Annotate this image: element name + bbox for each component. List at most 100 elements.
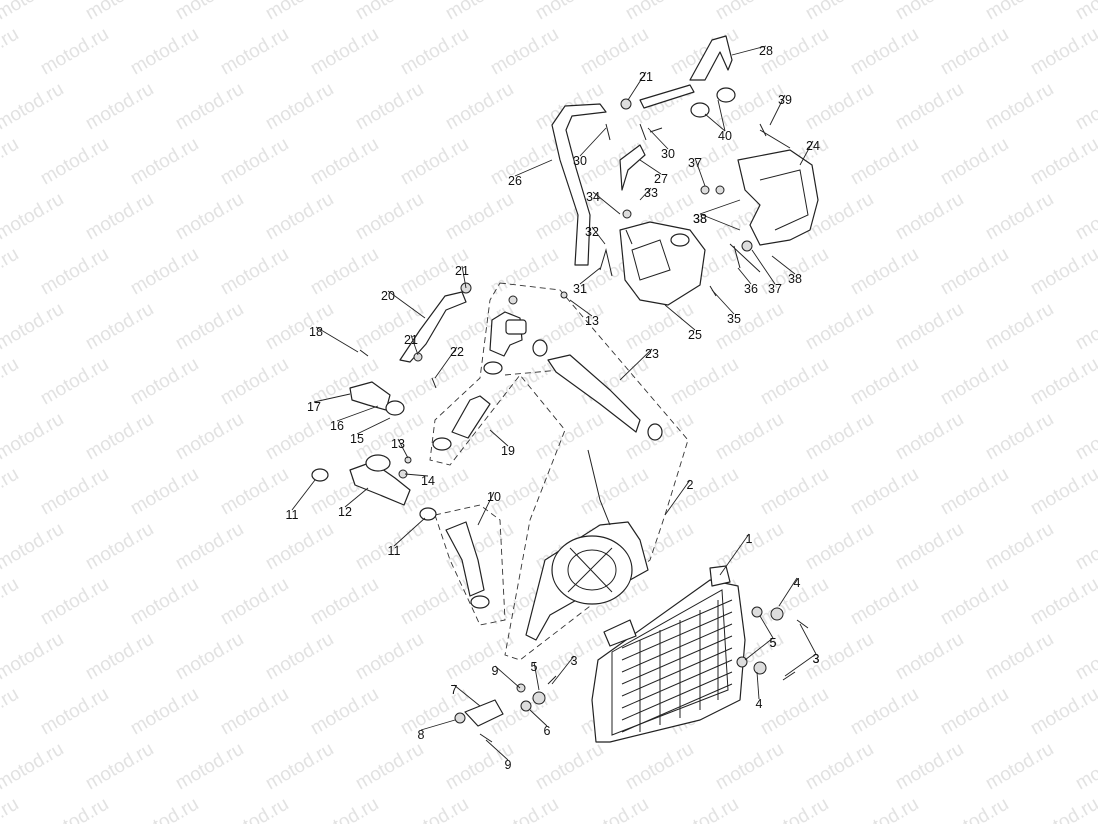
callout-leader-line [694, 157, 706, 187]
watermark-text: motod.ru [37, 684, 112, 740]
callout-leader-line [489, 429, 509, 447]
callout-leader-line [619, 348, 653, 381]
callout-number: 13 [585, 314, 599, 328]
callout-leader-line [799, 623, 817, 655]
watermark-text: motod.ru [1027, 794, 1098, 824]
watermark-text: motod.ru [802, 519, 877, 575]
watermark-text: motod.ru [892, 409, 967, 465]
watermark-text: motod.ru [82, 409, 157, 465]
watermark-text: motod.ru [127, 684, 202, 740]
watermark-text: motod.ru [82, 519, 157, 575]
callout-number: 26 [508, 174, 522, 188]
callout-number: 5 [770, 636, 777, 650]
watermark-text: motod.ru [0, 134, 22, 190]
watermark-text: motod.ru [937, 684, 1012, 740]
watermark-text: motod.ru [712, 739, 787, 795]
watermark-text: motod.ru [892, 189, 967, 245]
watermark-text: motod.ru [127, 354, 202, 410]
watermark-text: motod.ru [982, 519, 1057, 575]
watermark-text: motod.ru [262, 0, 337, 24]
watermark-text: motod.ru [1072, 0, 1098, 24]
callout-number: 15 [350, 432, 364, 446]
callout-number: 3 [813, 652, 820, 666]
watermark-text: motod.ru [937, 134, 1012, 190]
watermark-text: motod.ru [217, 574, 292, 630]
callout-leader-line [569, 299, 593, 317]
watermark-text: motod.ru [217, 794, 292, 824]
callout-number: 12 [338, 505, 352, 519]
watermark-text: motod.ru [802, 79, 877, 135]
callout-number: 11 [286, 508, 299, 522]
callout-number: 4 [794, 576, 801, 590]
watermark-text: motod.ru [127, 794, 202, 824]
watermark-text: motod.ru [0, 354, 22, 410]
watermark-text: motod.ru [892, 79, 967, 135]
callout-leader-line [551, 655, 575, 685]
watermark-text: motod.ru [0, 24, 22, 80]
watermark-text: motod.ru [622, 299, 697, 355]
coolant-expansion-tank [619, 221, 706, 306]
watermark-text: motod.ru [397, 574, 472, 630]
watermark-text: motod.ru [712, 409, 787, 465]
watermark-text: motod.ru [0, 189, 67, 245]
watermark-text: motod.ru [937, 24, 1012, 80]
callout-leader-line [591, 226, 606, 245]
callout-number: 16 [330, 419, 344, 433]
watermark-text: motod.ru [757, 684, 832, 740]
callout-leader-line [717, 99, 726, 132]
tank-cover [737, 149, 819, 246]
watermark-text: motod.ru [442, 0, 517, 24]
callout-leader-line [356, 417, 391, 435]
callout-number: 8 [418, 728, 425, 742]
callout-number: 24 [806, 139, 820, 153]
watermark-text: motod.ru [352, 629, 427, 685]
watermark-text: motod.ru [0, 0, 67, 24]
callout-number: 37 [688, 156, 702, 170]
callout-leader-line [313, 393, 351, 403]
watermark-text: motod.ru [262, 299, 337, 355]
callout-number: 36 [744, 282, 758, 296]
watermark-text: motod.ru [37, 24, 112, 80]
watermark-text: motod.ru [847, 684, 922, 740]
callout-leader-line [711, 289, 735, 315]
callout-leader-line [420, 719, 456, 731]
watermark-text: motod.ru [487, 794, 562, 824]
callout-number: 2 [687, 478, 694, 492]
callout-leader-line [485, 739, 509, 761]
callout-number: 33 [644, 186, 658, 200]
callout-leader-line [778, 577, 798, 607]
callout-leader-line [315, 326, 359, 353]
watermark-text: motod.ru [0, 794, 22, 824]
callout-leader-line [592, 191, 621, 215]
watermark-text: motod.ru [352, 189, 427, 245]
callout-number: 35 [727, 312, 741, 326]
watermark-text: motod.ru [847, 464, 922, 520]
watermark-text: motod.ru [532, 0, 607, 24]
callout-leader-line [647, 127, 669, 150]
watermark-text: motod.ru [1072, 299, 1098, 355]
callout-leader-line [769, 94, 786, 126]
watermark-text: motod.ru [757, 794, 832, 824]
callout-leader-line [397, 438, 409, 459]
watermark-text: motod.ru [127, 464, 202, 520]
watermark-text: motod.ru [82, 0, 157, 24]
watermark-text: motod.ru [847, 24, 922, 80]
watermark-text: motod.ru [307, 684, 382, 740]
watermark-text: motod.ru [622, 0, 697, 24]
callout-leader-line [453, 684, 481, 707]
watermark-text: motod.ru [1072, 409, 1098, 465]
watermark-text: motod.ru [487, 134, 562, 190]
watermark-text: motod.ru [1027, 574, 1098, 630]
watermark-text: motod.ru [847, 244, 922, 300]
watermark-text: motod.ru [262, 519, 337, 575]
watermark-text: motod.ru [1027, 134, 1098, 190]
callout-number: 31 [573, 282, 587, 296]
watermark-text: motod.ru [1027, 464, 1098, 520]
callout-leader-line [627, 71, 647, 101]
watermark-text: motod.ru [82, 189, 157, 245]
callout-number: 27 [654, 172, 668, 186]
callout-leader-line [751, 249, 776, 285]
callout-number: 11 [388, 544, 401, 558]
thermostat-and-fittings [311, 311, 663, 609]
callout-leader-line [699, 213, 741, 231]
